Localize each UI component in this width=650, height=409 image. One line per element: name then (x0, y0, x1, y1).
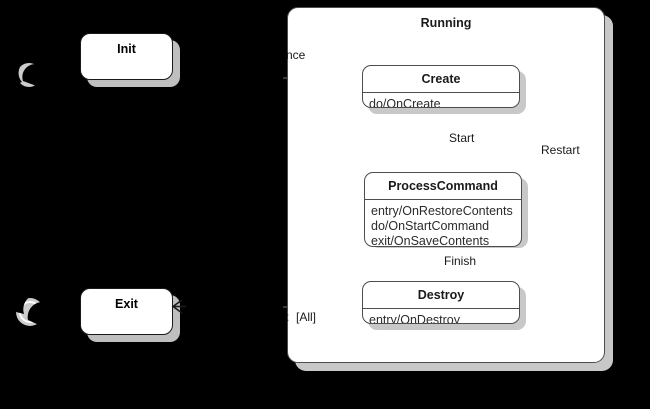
edge-label-to-create: nce (286, 48, 306, 62)
running-title: Running (420, 16, 472, 30)
state-destroy[interactable]: Destroy entry/OnDestroy (362, 281, 520, 324)
destroy-divider (363, 307, 519, 309)
edge-label-start: Start (449, 131, 475, 145)
final-pseudostate-glyph (14, 296, 46, 328)
process-command-divider (365, 198, 521, 200)
final-pseudostate[interactable] (14, 296, 46, 328)
state-init[interactable]: Init (80, 33, 173, 80)
destroy-actions: entry/OnDestroy (369, 313, 461, 324)
destroy-title: Destroy (417, 288, 465, 302)
create-divider (363, 91, 519, 93)
exit-label: Exit (115, 297, 138, 311)
initial-pseudostate[interactable] (16, 62, 42, 88)
state-process-command[interactable]: ProcessCommand entry/OnRestoreContents d… (364, 172, 522, 247)
process-command-title: ProcessCommand (388, 179, 498, 193)
state-exit[interactable]: Exit (80, 288, 173, 335)
state-create[interactable]: Create do/OnCreate (362, 65, 520, 108)
edge-label-finish: Finish (444, 254, 477, 268)
process-command-actions: entry/OnRestoreContents do/OnStartComman… (371, 204, 513, 247)
edge-label-restart: Restart (541, 143, 580, 157)
create-title: Create (421, 72, 461, 86)
create-actions: do/OnCreate (369, 97, 441, 108)
init-label: Init (117, 42, 136, 56)
initial-pseudostate-glyph (16, 62, 42, 88)
